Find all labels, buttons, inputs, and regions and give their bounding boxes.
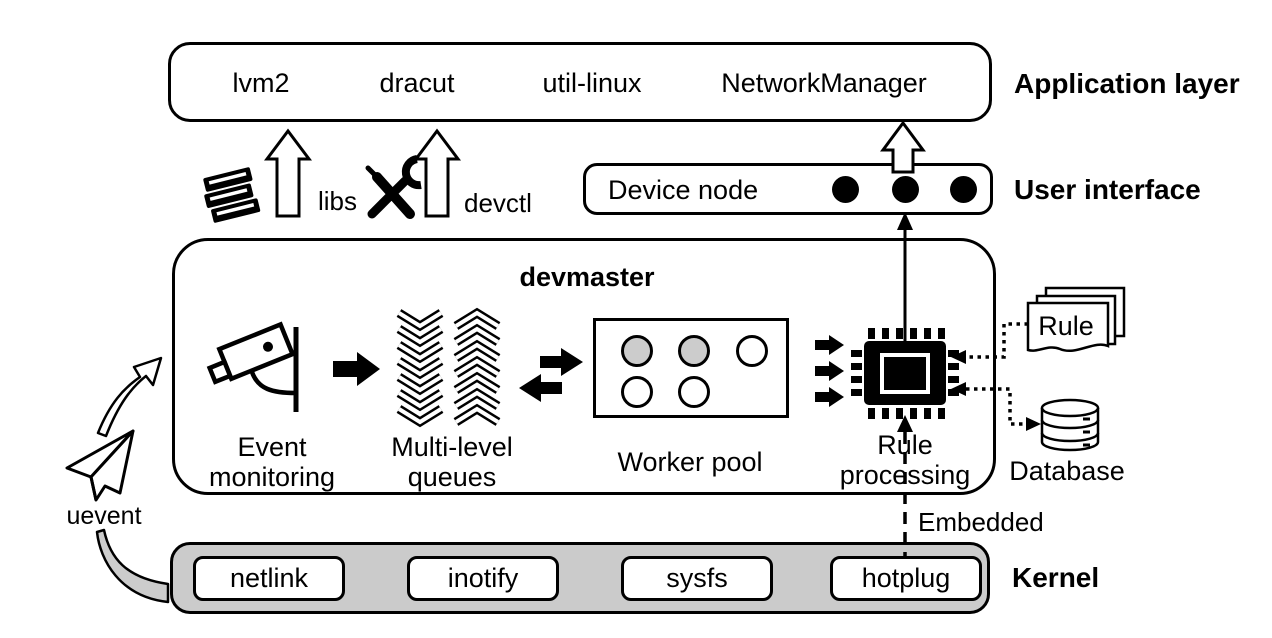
device-node-label: Device node <box>608 175 759 205</box>
kernel-interface-inotify: inotify <box>407 556 559 601</box>
rule-processing-label: Rule processing <box>839 430 971 490</box>
hotplug-label: hotplug <box>861 563 951 593</box>
kernel-interface-sysfs: sysfs <box>621 556 773 601</box>
device-node-dot <box>832 176 859 203</box>
worker-circle <box>678 335 710 367</box>
app-util-linux: util-linux <box>542 68 642 98</box>
worker-circle <box>621 376 653 408</box>
curved-swoosh-kernel-uevent <box>95 528 170 604</box>
app-lvm2: lvm2 <box>232 68 290 98</box>
worker-circle <box>678 376 710 408</box>
worker-circle <box>621 335 653 367</box>
sysfs-label: sysfs <box>666 563 728 593</box>
uevent-label: uevent <box>66 502 142 530</box>
netlink-label: netlink <box>229 563 309 593</box>
kernel-label: Kernel <box>1012 562 1100 593</box>
app-networkmanager: NetworkManager <box>721 68 927 98</box>
worker-pool-label: Worker pool <box>617 447 763 477</box>
paper-plane-icon <box>65 429 135 502</box>
worker-circle <box>736 335 768 367</box>
database-label: Database <box>1009 456 1125 486</box>
devctl-label: devctl <box>464 188 532 218</box>
user-interface-label: User interface <box>1014 174 1201 205</box>
devmaster-title: devmaster <box>519 262 655 292</box>
application-layer-box <box>168 42 992 122</box>
event-monitoring-label: Event monitoring <box>208 432 336 492</box>
curved-arrow-uevent-devmaster <box>96 356 163 438</box>
kernel-interface-hotplug: hotplug <box>830 556 982 601</box>
rule-doc-label: Rule <box>1038 311 1094 341</box>
device-node-dot <box>892 176 919 203</box>
devctl-up-arrow <box>413 128 461 218</box>
device-node-dot <box>950 176 977 203</box>
database-icon <box>1040 398 1100 452</box>
kernel-interface-netlink: netlink <box>193 556 345 601</box>
embedded-label: Embedded <box>918 507 1044 537</box>
app-dracut: dracut <box>379 68 455 98</box>
books-icon <box>203 167 261 223</box>
libs-up-arrow <box>264 128 312 218</box>
application-layer-label: Application layer <box>1014 68 1240 99</box>
tools-icon <box>365 155 422 219</box>
inotify-label: inotify <box>447 563 519 593</box>
libs-label: libs <box>318 186 358 216</box>
multilevel-queues-label: Multi-level queues <box>391 432 513 492</box>
